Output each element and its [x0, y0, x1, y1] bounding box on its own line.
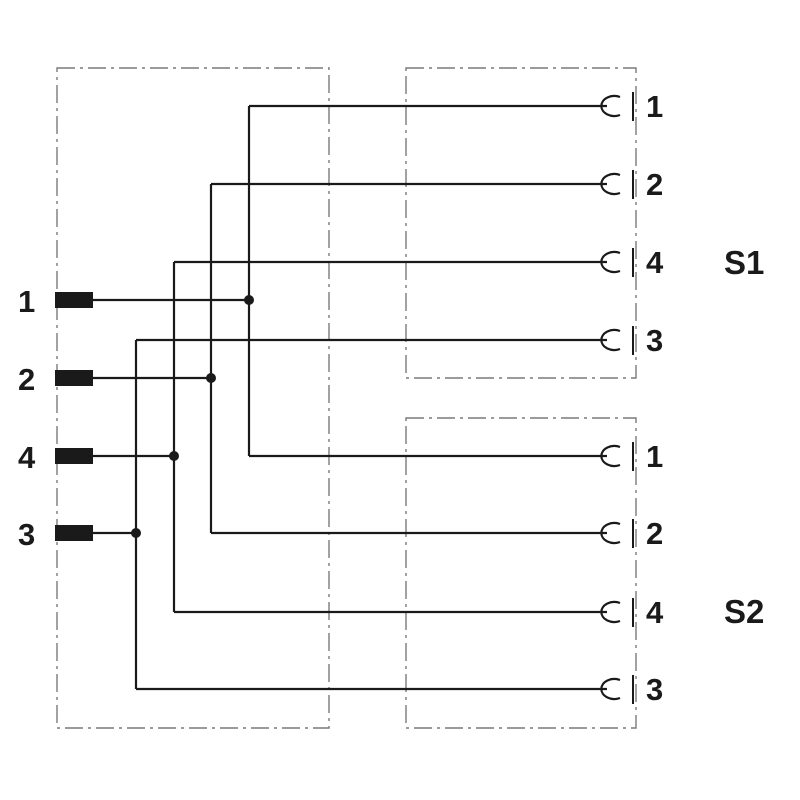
- female-socket-icon: [600, 600, 621, 624]
- plug-pin-label-2: 2: [18, 362, 35, 397]
- s2-contact-label-2: 2: [646, 516, 663, 551]
- s2-contact-label-1: 1: [646, 439, 663, 474]
- female-socket-icon: [600, 94, 621, 118]
- male-pin-icon-2: [55, 370, 93, 386]
- socket-s1-label: S1: [724, 244, 764, 281]
- plug-housing-border: [56, 67, 330, 729]
- junction-dot-pin-2: [206, 373, 216, 383]
- s2-contact-label-3: 3: [646, 672, 663, 707]
- socket-s2-housing-border: [405, 417, 637, 729]
- junction-dot-pin-4: [169, 451, 179, 461]
- female-socket-icon: [600, 521, 621, 545]
- wires: [92, 104, 607, 691]
- female-socket-icon: [600, 328, 621, 352]
- socket-s2-contacts: [600, 442, 634, 704]
- female-socket-icon: [600, 172, 621, 196]
- s1-contact-label-3: 3: [646, 323, 663, 358]
- male-pin-icon-4: [55, 448, 93, 464]
- plug-pin-label-1: 1: [18, 284, 35, 319]
- male-pin-icon-1: [55, 292, 93, 308]
- socket-s1-housing-border: [405, 67, 637, 379]
- junction-dot-pin-1: [244, 295, 254, 305]
- plug-pin-label-3: 3: [18, 517, 35, 552]
- s1-contact-label-2: 2: [646, 167, 663, 202]
- s1-contact-label-4: 4: [646, 245, 664, 280]
- socket-s2-label: S2: [724, 593, 764, 630]
- socket-s1-contacts: [600, 92, 634, 355]
- female-socket-icon: [600, 250, 621, 274]
- junction-dot-pin-3: [131, 528, 141, 538]
- s2-contact-label-4: 4: [646, 595, 664, 630]
- female-socket-icon: [600, 677, 621, 701]
- male-pin-icon-3: [55, 525, 93, 541]
- s1-contact-label-1: 1: [646, 89, 663, 124]
- plug-pin-label-4: 4: [18, 440, 36, 475]
- female-socket-icon: [600, 444, 621, 468]
